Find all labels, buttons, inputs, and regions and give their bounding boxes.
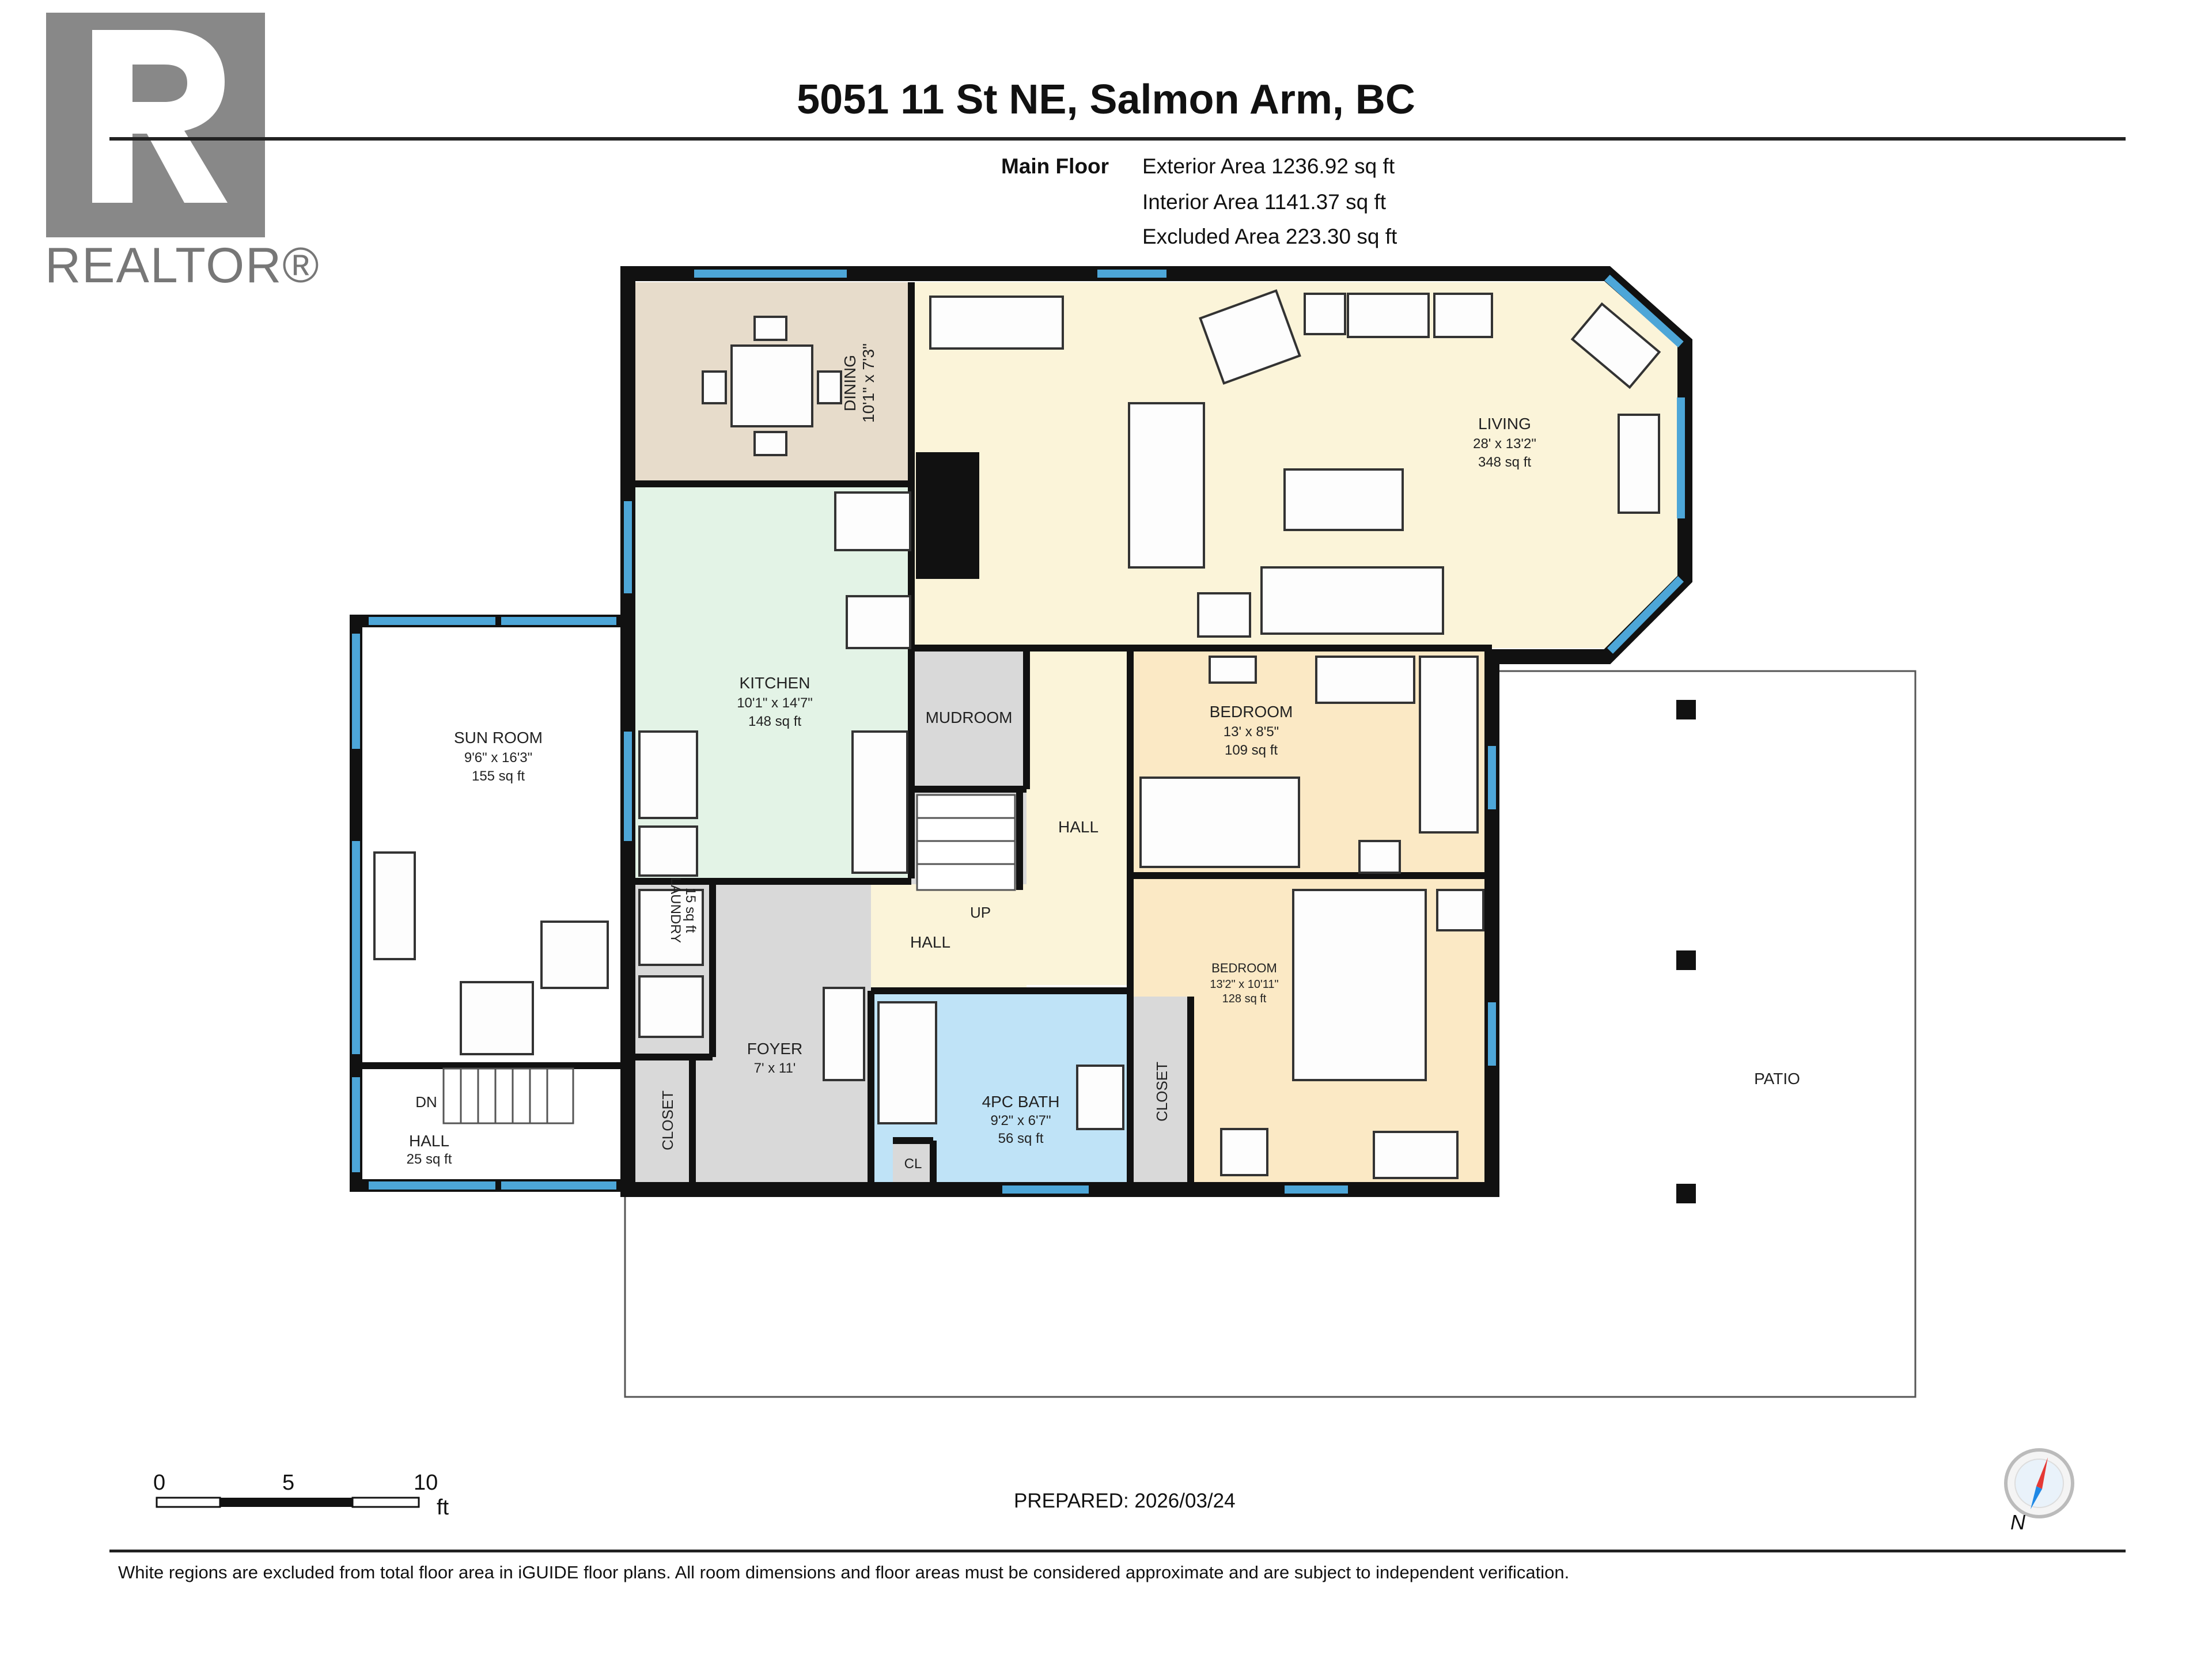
- interior-area: Interior Area 1141.37 sq ft: [1142, 190, 1387, 214]
- patio-post: [1676, 950, 1696, 970]
- closet-left-room: [635, 1057, 692, 1184]
- cl-label: CL: [904, 1156, 922, 1172]
- closet-left-label: CLOSET: [659, 1090, 676, 1150]
- closet-right-room: [1130, 997, 1191, 1184]
- svg-text:DINING10'1" x 7'3": DINING10'1" x 7'3": [841, 343, 877, 423]
- stairs: [442, 794, 1016, 1124]
- room-labels: DINING10'1" x 7'3" LIVING 28' x 13'2" 34…: [407, 343, 1800, 1172]
- dining-label: DINING: [841, 355, 859, 411]
- scale-unit: ft: [437, 1495, 449, 1520]
- hall-sun-area: 25 sq ft: [407, 1152, 452, 1167]
- page-title: 5051 11 St NE, Salmon Arm, BC: [797, 77, 1415, 123]
- interior-walls: [356, 282, 1492, 1184]
- stairs-up-label: UP: [970, 904, 991, 921]
- kitchen-label: KITCHEN: [740, 674, 810, 692]
- patio-post: [1676, 700, 1696, 719]
- excluded-area: Excluded Area 223.30 sq ft: [1142, 225, 1397, 248]
- r-letter-icon: [92, 30, 228, 203]
- scale-label-10: 10: [414, 1471, 438, 1495]
- foyer-dims: 7' x 11': [754, 1060, 796, 1076]
- realtor-logo-mark: [46, 13, 265, 237]
- living-label: LIVING: [1478, 415, 1531, 433]
- prepared-date: PREPARED: 2026/03/24: [1014, 1490, 1236, 1512]
- bedroom-1-label: BEDROOM: [1210, 703, 1293, 721]
- footer-disclaimer: White regions are excluded from total fl…: [118, 1562, 1570, 1582]
- patio-post: [1676, 1184, 1696, 1203]
- kitchen-dims: 10'1" x 14'7": [737, 695, 813, 711]
- header-divider: [109, 137, 2126, 141]
- dining-dims: 10'1" x 7'3": [859, 343, 877, 423]
- svg-text:LAUNDRY15 sq ft: LAUNDRY15 sq ft: [668, 877, 698, 943]
- exterior-area: Exterior Area 1236.92 sq ft: [1142, 154, 1395, 178]
- hall-center-label: HALL: [1058, 818, 1099, 836]
- footer-divider: [109, 1550, 2126, 1552]
- compass-north-label: N: [2010, 1510, 2025, 1534]
- bedroom-2-label: BEDROOM: [1211, 961, 1277, 975]
- scale-label-5: 5: [282, 1471, 295, 1495]
- fireplace: [916, 452, 979, 579]
- windows: [352, 270, 1685, 1194]
- mudroom-room: [911, 648, 1027, 789]
- bedroom-2-dims: 13'2" x 10'11": [1210, 978, 1278, 991]
- bedroom-1-area: 109 sq ft: [1225, 743, 1278, 758]
- sunroom-dims: 9'6" x 16'3": [464, 750, 532, 766]
- living-area: 348 sq ft: [1478, 454, 1531, 470]
- hall-sun-label: HALL: [409, 1132, 449, 1150]
- mudroom-label: MUDROOM: [926, 709, 1013, 726]
- scale-label-0: 0: [153, 1471, 166, 1495]
- laundry-area: 15 sq ft: [683, 888, 698, 933]
- bedroom-1-dims: 13' x 8'5": [1224, 724, 1279, 740]
- cl-room: [893, 1141, 933, 1184]
- hall-small-room: [871, 884, 1027, 991]
- scale-bar: [156, 1497, 420, 1508]
- compass-icon: [2004, 1448, 2074, 1518]
- furniture: [373, 289, 1661, 1179]
- kitchen-area: 148 sq ft: [748, 714, 801, 729]
- hall-small-label: HALL: [910, 933, 950, 951]
- hall-center-room: [1027, 648, 1130, 985]
- closet-right-label: CLOSET: [1153, 1062, 1171, 1122]
- bath-area: 56 sq ft: [998, 1131, 1044, 1146]
- bath-dims: 9'2" x 6'7": [991, 1113, 1051, 1128]
- floor-label: Main Floor: [1001, 154, 1109, 178]
- sunroom-label: SUN ROOM: [454, 729, 543, 747]
- realtor-logo-text: REALTOR®: [45, 238, 320, 293]
- living-dims: 28' x 13'2": [1473, 436, 1536, 452]
- bath-label: 4PC BATH: [982, 1093, 1060, 1111]
- foyer-label: FOYER: [747, 1040, 802, 1058]
- laundry-label: LAUNDRY: [668, 877, 683, 943]
- patio-label: PATIO: [1754, 1070, 1800, 1088]
- stairs-down-label: DN: [415, 1093, 437, 1111]
- living-room: [911, 282, 1679, 648]
- sunroom-area: 155 sq ft: [472, 768, 525, 784]
- bedroom-2-area: 128 sq ft: [1222, 993, 1267, 1005]
